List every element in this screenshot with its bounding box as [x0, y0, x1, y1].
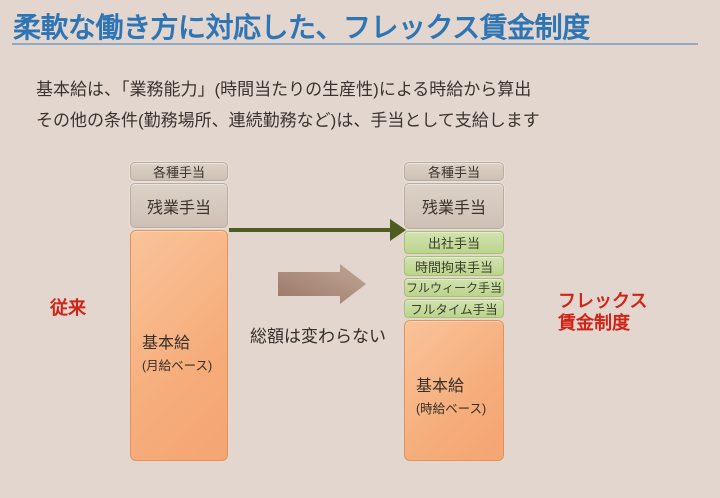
- subtitle-line-1: 基本給は、「業務能力」(時間当たりの生産性)による時給から算出: [36, 80, 532, 99]
- slide-subtitle: 基本給は、「業務能力」(時間当たりの生産性)による時給から算出 その他の条件(勤…: [36, 74, 686, 136]
- left-base-pay-title: 基本給: [142, 335, 191, 352]
- left-base-pay-text: 基本給 (月給ベース): [142, 329, 212, 374]
- right-base-pay-basis: (時給ベース): [416, 402, 487, 416]
- full-week-allowance-box: フルウィーク手当: [404, 278, 504, 297]
- right-base-pay-title: 基本給: [416, 378, 465, 395]
- slide-title: 柔軟な働き方に対応した、フレックス賃金制度: [13, 12, 590, 43]
- full-time-allowance-box: フルタイム手当: [404, 299, 504, 318]
- green-arrow-line: [229, 228, 392, 232]
- green-arrow-head-icon: [390, 219, 406, 241]
- subtitle-line-2: その他の条件(勤務場所、連続勤務など)は、手当として支給します: [36, 111, 540, 130]
- left-column-label: 従来: [50, 298, 86, 318]
- right-column-label-line-1: フレックス: [558, 291, 648, 311]
- right-base-pay-text: 基本給 (時給ベース): [416, 372, 486, 417]
- right-misc-allowance-box: 各種手当: [404, 162, 504, 181]
- right-column-label-line-2: 賃金制度: [558, 313, 630, 333]
- left-misc-allowance-box: 各種手当: [130, 162, 228, 181]
- title-underline: [12, 43, 698, 45]
- attendance-allowance-box: 出社手当: [404, 231, 504, 254]
- right-overtime-allowance-box: 残業手当: [404, 183, 504, 229]
- right-base-pay-box: 基本給 (時給ベース): [404, 320, 504, 461]
- right-arrow-icon: [278, 264, 366, 304]
- left-overtime-allowance-box: 残業手当: [130, 183, 228, 228]
- total-unchanged-note: 総額は変わらない: [250, 327, 386, 346]
- left-base-pay-basis: (月給ベース): [142, 359, 213, 373]
- time-commitment-allowance-box: 時間拘束手当: [404, 256, 504, 276]
- right-column-label: フレックス 賃金制度: [558, 290, 647, 334]
- left-base-pay-box: 基本給 (月給ベース): [130, 230, 228, 461]
